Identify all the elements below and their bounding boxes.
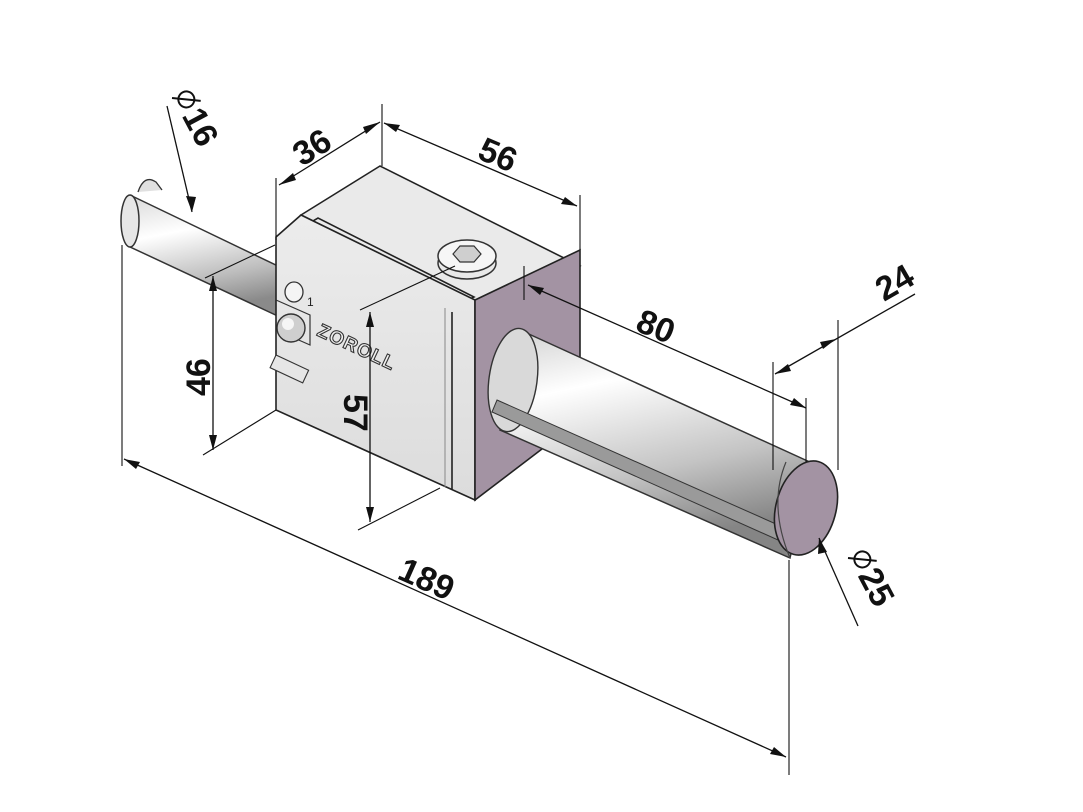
- small-shaft: [120, 178, 283, 320]
- position-mark: 1: [307, 295, 314, 309]
- dimension-lines: [121, 104, 916, 775]
- dim-80: 80: [631, 302, 680, 351]
- large-shaft: [487, 327, 839, 560]
- block-body: [269, 165, 582, 502]
- dia-16-label: 16: [171, 90, 226, 153]
- dim-dia-25: 25: [850, 562, 901, 613]
- hex-screw: [437, 239, 497, 280]
- dim-46: 46: [180, 358, 218, 396]
- dim-dia-16: 16: [174, 102, 225, 153]
- dim-24: 24: [869, 257, 921, 309]
- dim-189: 189: [393, 551, 460, 609]
- dim-57: 57: [336, 394, 374, 432]
- dim-36: 36: [286, 122, 338, 174]
- marker-circle: [284, 281, 304, 303]
- grease-nipple: [276, 313, 306, 343]
- dim-56: 56: [473, 130, 523, 180]
- dia-25-label: 25: [847, 550, 902, 613]
